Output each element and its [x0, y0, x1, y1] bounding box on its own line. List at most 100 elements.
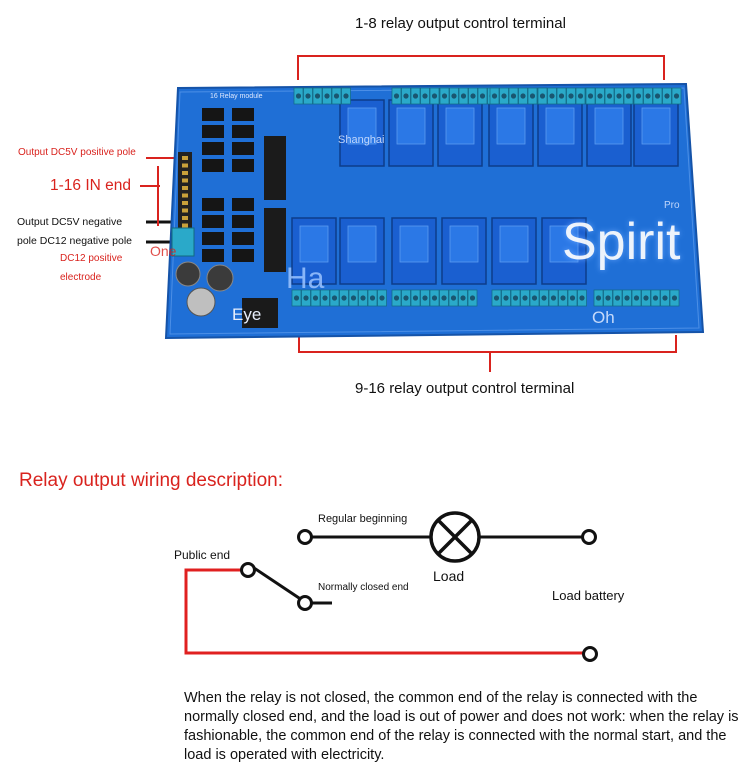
screw-head: [451, 93, 457, 99]
optocoupler-chip: [202, 198, 224, 211]
capacitor-3: [186, 287, 216, 317]
label-regular-beginning: Regular beginning: [318, 513, 408, 525]
screw-head: [412, 295, 419, 301]
screw-head: [350, 295, 357, 301]
relay-board: 16 Relay module: [140, 55, 705, 372]
watermark-spirit: Spirit: [562, 213, 681, 271]
screw-head: [662, 295, 668, 301]
screw-head: [412, 93, 419, 99]
relay-label-plate: [445, 107, 475, 145]
watermark-shanghai: Shanghai: [338, 134, 385, 146]
screw-head: [606, 93, 613, 99]
optocoupler-chip: [202, 108, 224, 121]
screw-head: [577, 93, 584, 99]
screw-head: [379, 295, 385, 301]
screw-head: [673, 93, 680, 99]
relay-label-plate: [347, 107, 377, 145]
label-dc12-1: DC12 positive: [60, 253, 123, 264]
header-pin: [182, 193, 188, 198]
screw-head: [522, 295, 528, 301]
screw-head: [422, 295, 428, 301]
screw-head: [541, 295, 547, 301]
optocoupler-chip: [202, 142, 224, 155]
screw-head: [568, 93, 574, 99]
screw-head: [512, 295, 519, 301]
screw-head: [560, 295, 566, 301]
screw-head: [303, 295, 309, 301]
optocoupler-chip: [232, 232, 254, 245]
header-pin: [182, 208, 188, 213]
screw-head: [645, 93, 651, 99]
relay-label-plate: [594, 107, 624, 145]
screw-head: [322, 295, 328, 301]
screw-head: [369, 295, 376, 301]
section-title: Relay output wiring description:: [19, 470, 284, 491]
label-in-end: 1-16 IN end: [50, 177, 131, 194]
optocoupler-chip: [232, 215, 254, 228]
terminal-normally-closed: [297, 595, 313, 611]
screw-head: [403, 93, 409, 99]
top-bracket: [297, 55, 665, 80]
optocoupler-chip: [202, 232, 224, 245]
terminal-load-right: [581, 529, 597, 545]
watermark-eye: Eye: [232, 305, 262, 324]
screw-head: [664, 93, 670, 99]
label-output-negative-1: Output DC5V negative: [17, 216, 123, 228]
label-normally-closed: Normally closed end: [318, 582, 409, 593]
screw-head: [431, 295, 438, 301]
header-pin: [182, 186, 188, 190]
relay-label-plate: [449, 225, 479, 263]
bottom-terminal-label: 9-16 relay output control terminal: [355, 380, 575, 397]
optocoupler-chip: [202, 215, 224, 228]
screw-head: [579, 295, 585, 301]
screw-head: [493, 295, 500, 301]
optocoupler-chip: [232, 198, 254, 211]
bottom-bracket: [298, 335, 677, 353]
switch-arm: [253, 566, 303, 602]
relay-label-plate: [299, 225, 329, 263]
screw-head: [479, 93, 486, 99]
screw-head: [529, 93, 536, 99]
relay-label-plate: [399, 225, 429, 263]
screw-head: [469, 295, 476, 301]
screw-head: [501, 93, 507, 99]
optocoupler-chip: [232, 142, 254, 155]
screw-head: [624, 295, 630, 301]
screw-head: [652, 295, 659, 301]
screw-head: [360, 295, 366, 301]
screw-head: [343, 93, 349, 99]
screw-head: [450, 295, 457, 301]
screw-head: [441, 295, 447, 301]
header-pin: [182, 156, 188, 160]
screw-head: [654, 93, 661, 99]
label-load: Load: [433, 568, 465, 584]
watermark-oh: Oh: [592, 308, 615, 327]
relay-label-plate: [549, 225, 579, 263]
watermark-pro: Pro: [664, 200, 680, 211]
top-terminal-label: 1-8 relay output control terminal: [355, 15, 566, 32]
screw-head: [625, 93, 632, 99]
screw-head: [460, 93, 467, 99]
label-public-end: Public end: [174, 548, 231, 562]
optocoupler-chip: [232, 108, 254, 121]
screw-head: [616, 93, 622, 99]
header-pin: [182, 178, 188, 183]
screw-head: [341, 295, 347, 301]
terminal-public: [240, 562, 256, 578]
screw-head: [597, 93, 603, 99]
driver-chip-2: [264, 208, 286, 272]
watermark-ha: Ha: [286, 262, 325, 295]
header-pin: [182, 201, 188, 205]
screw-head: [470, 93, 476, 99]
capacitor-1: [175, 261, 201, 287]
optocoupler-chip: [232, 159, 254, 172]
relay-label-plate: [347, 225, 377, 263]
screw-head: [587, 93, 594, 99]
screw-head: [569, 295, 576, 301]
screw-head: [293, 295, 300, 301]
optocoupler-chip: [202, 159, 224, 172]
screw-head: [393, 93, 400, 99]
description-text: When the relay is not closed, the common…: [184, 690, 739, 763]
screw-head: [643, 295, 649, 301]
screw-head: [605, 295, 611, 301]
